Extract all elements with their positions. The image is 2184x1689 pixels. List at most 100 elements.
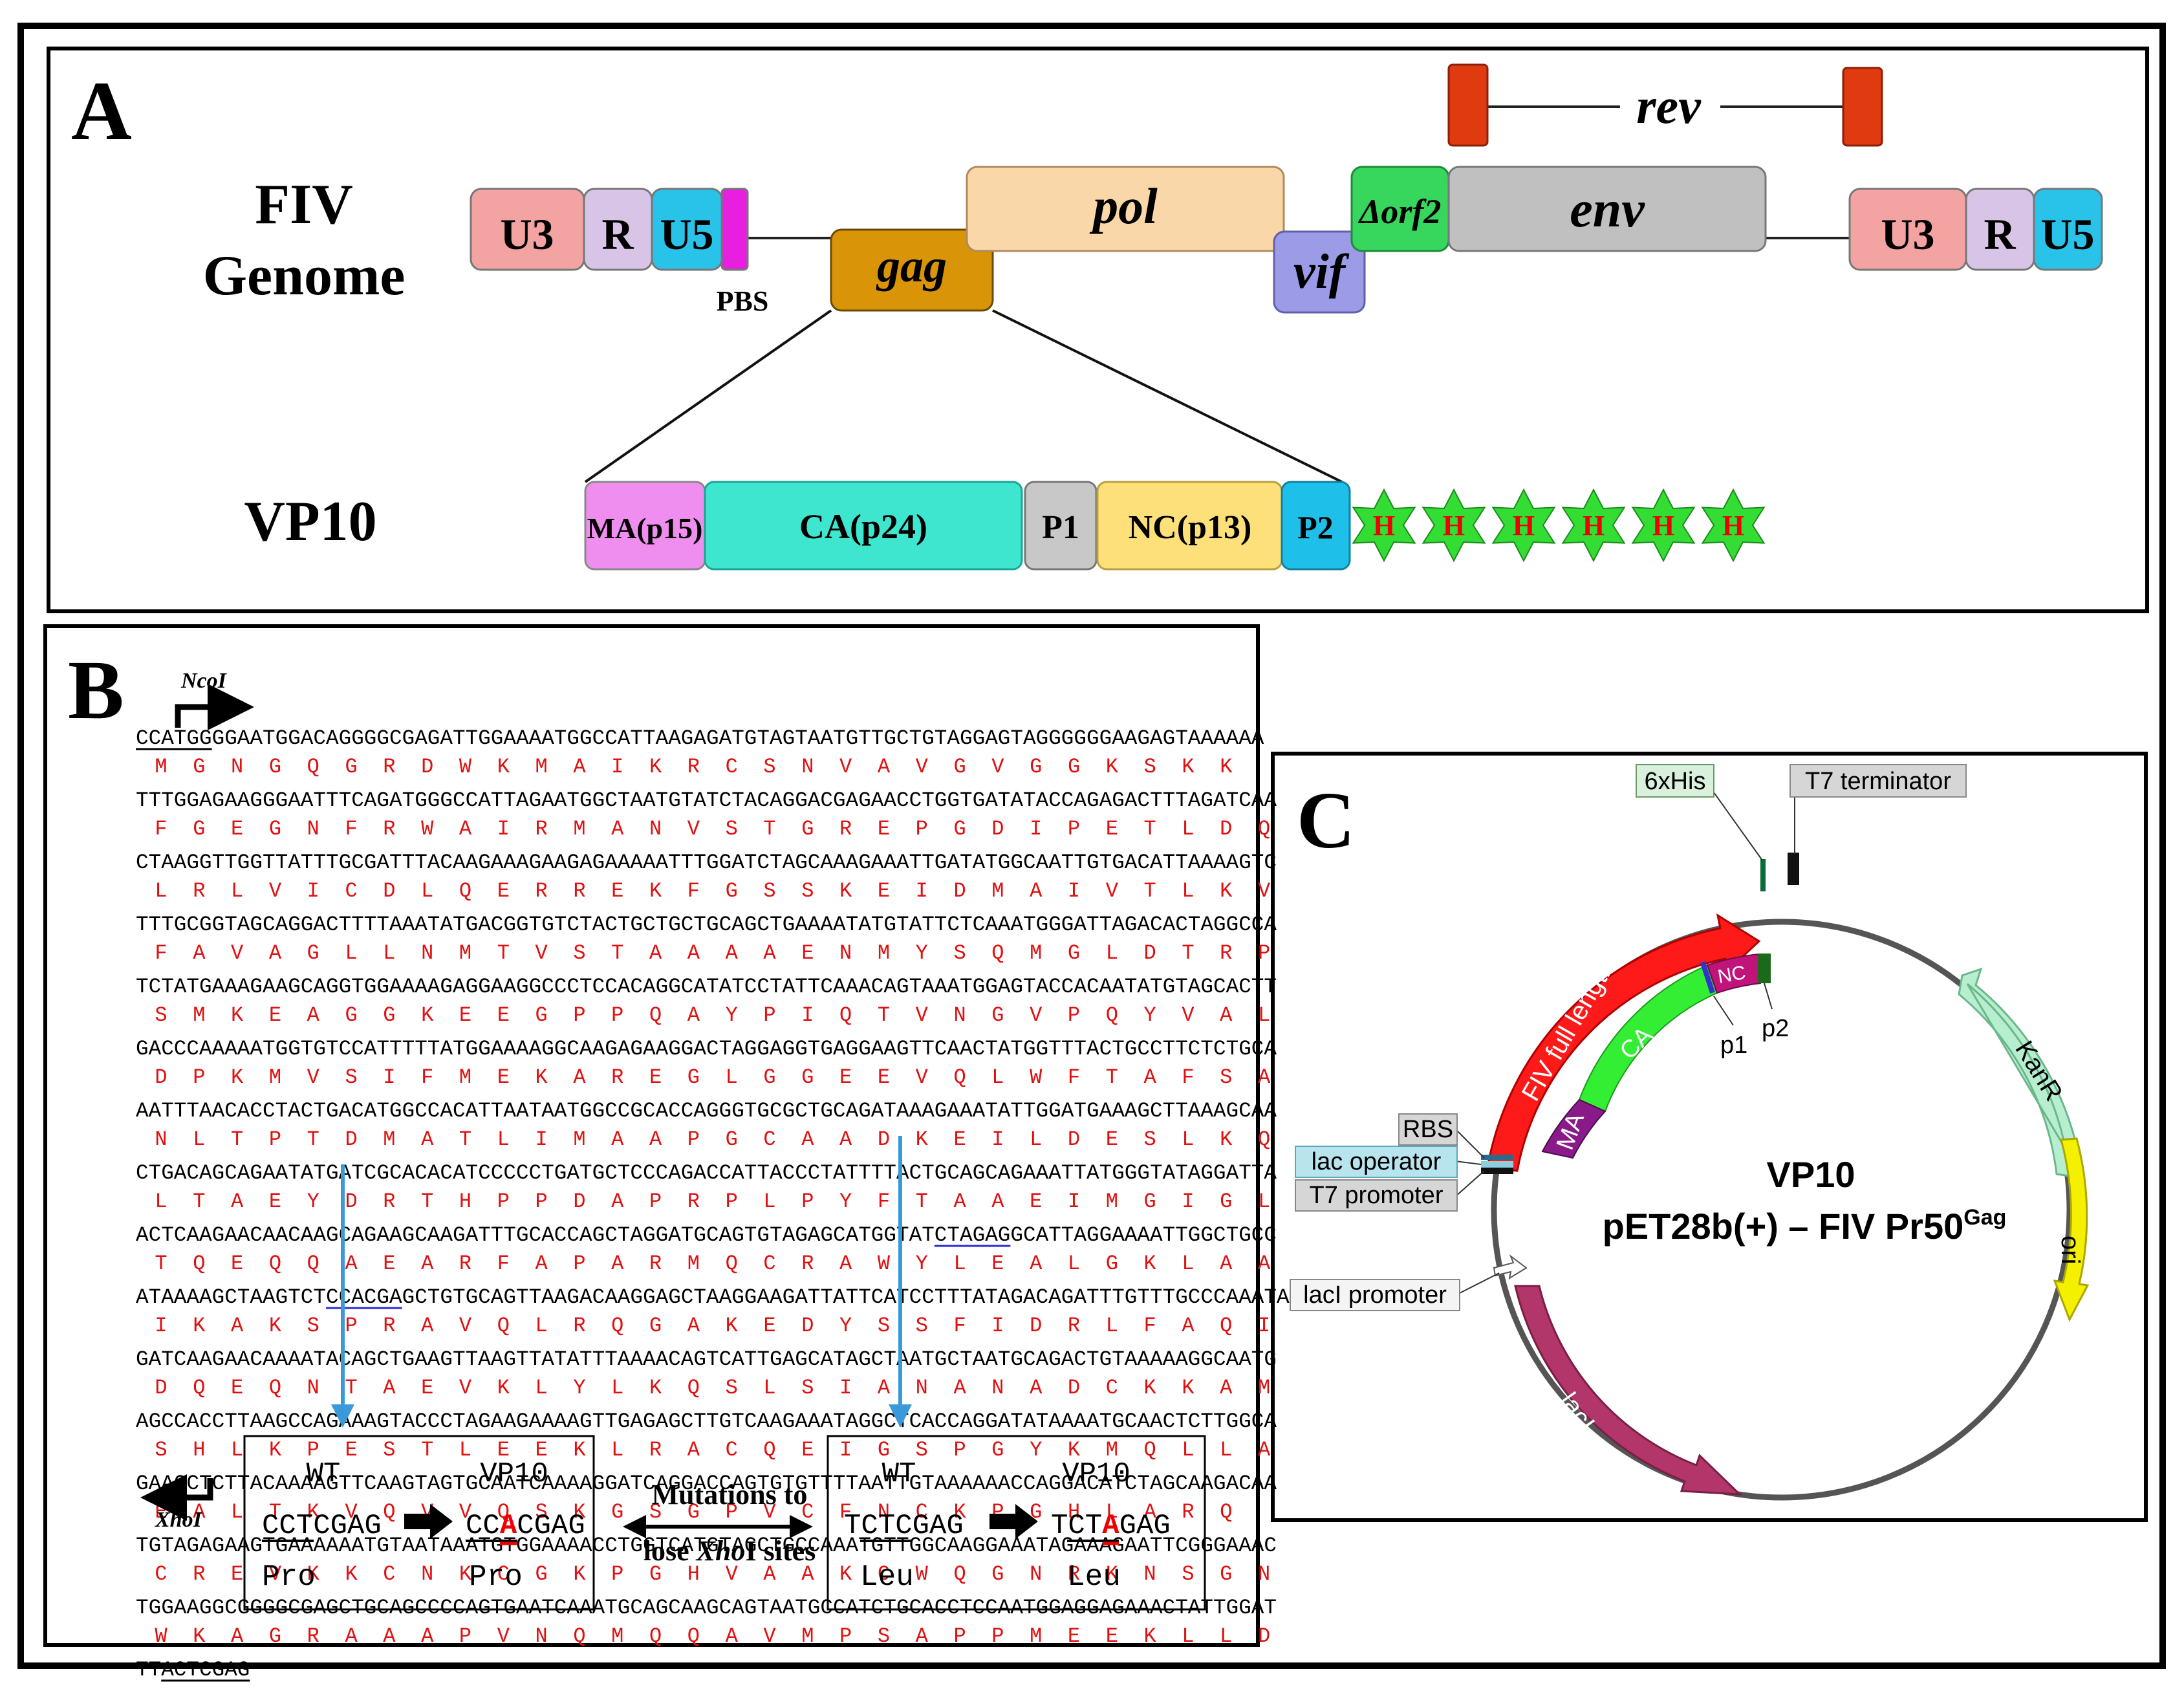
zoom-line-left [584, 309, 832, 483]
domain-p2-label: P2 [1297, 509, 1334, 545]
p1-leader [1713, 996, 1734, 1026]
amino-acid-row: D P K M V S I F M E K A R E G L G G E E … [155, 1065, 1271, 1089]
mut2-wt-header: WT [882, 1458, 916, 1490]
his-star-label: H [1722, 510, 1744, 541]
t7prom-leader [1454, 1170, 1485, 1197]
his-star-label: H [1583, 510, 1605, 541]
nucleotide-row: AATTTAACACCTACTGACATGGCCACATTAATAATGGCCG… [136, 1099, 1277, 1123]
amino-acid-row: D Q E Q N T A E V K L Y L K Q S L S I A … [155, 1376, 1270, 1400]
rev-exon-1 [1447, 63, 1489, 147]
mut1-vp-header: VP10 [480, 1458, 548, 1490]
his-star [1422, 488, 1486, 563]
domain-nc-label: NC(p13) [1129, 509, 1252, 546]
his-leader [1713, 792, 1763, 861]
orf2-label: Δorf2 [1358, 192, 1442, 231]
panel-c-frame [1271, 752, 2148, 1522]
nucleotide-row: CCATGGGGAATGGACAGGGGCGAGATTGGAAAATGGCCAT… [136, 726, 1264, 750]
rev-label: rev [1636, 78, 1702, 134]
gag-arrow-label: FIV full length Gag [1517, 906, 1649, 1106]
ltr-left-u3-label: U3 [500, 210, 554, 259]
nucleotide-row: TGGAAGGCGGGGCGAGCTGCAGCCCCAGTGAATCAAATGC… [136, 1596, 1277, 1620]
ori-label: ori [2056, 1236, 2084, 1264]
t7term-label: T7 terminator [1805, 768, 1951, 795]
laciprom-box [1290, 1279, 1460, 1311]
mut1-wt-seq: CCTCGAG [262, 1510, 382, 1542]
ltr-right-r-label: R [1984, 210, 2016, 259]
panel-b: B NcoI CCATGGGGAATGGACAGGGGCGAGATTGGAAAA… [43, 624, 1290, 1689]
panel-a-frame [47, 47, 2149, 613]
nucleotide-row: GACCCAAAAATGGTGTCCATTTTTATGGAAAAGGCAAGAG… [136, 1037, 1277, 1061]
nucleotide-row: CTGACAGCAGAATATGATCGCACACATCCCCCTGATGCTC… [136, 1161, 1277, 1185]
genome-label: Genome [203, 245, 405, 307]
nc-label: NC [1716, 962, 1747, 988]
ltr-right-u5 [2033, 188, 2103, 271]
domain-p1 [1024, 481, 1097, 571]
amino-acid-row: M G N G Q G R D W K M A I K R C S N V A … [155, 755, 1233, 779]
amino-acid-row: F G E G N F R W A I R M A N V S T G R E … [155, 817, 1270, 841]
laciprom-marker [1493, 1254, 1528, 1280]
t7term-marker [1788, 853, 1799, 885]
laciprom-leader [1458, 1272, 1500, 1294]
xho-arrow [140, 1474, 213, 1521]
kanr-arrow [1958, 967, 2084, 1178]
mutation-note-2: lose XhoI sites [643, 1535, 816, 1567]
mut2-vp-aa: Leu [1067, 1560, 1121, 1594]
his-star [1701, 488, 1766, 563]
lacop-box [1295, 1146, 1458, 1178]
mutation-box-1 [243, 1435, 595, 1611]
his-marker [1760, 859, 1766, 891]
his-star [1491, 488, 1556, 563]
nucleotide-row: GAAGCTCTTACAAAAGTTCAAGTAGTGCAATCAAAAGGAT… [136, 1472, 1277, 1496]
rbs-label: RBS [1403, 1116, 1453, 1143]
nco-label: NcoI [180, 669, 228, 693]
mut1-vp-aa: Pro [469, 1560, 523, 1594]
figure-frame [17, 23, 2166, 1669]
amino-acid-row: N L T P T D M A T L I M A A P G C A A D … [155, 1128, 1270, 1151]
mut1-wt-header: WT [307, 1458, 341, 1490]
his-tag-label: 6xHis [1644, 768, 1705, 795]
plasmid-backbone [1491, 919, 2073, 1501]
vp10-row-label: VP10 [244, 490, 376, 553]
gag-arrow [1486, 913, 1761, 1172]
p1-mark [1700, 961, 1715, 994]
ma-arc [1541, 1098, 1606, 1159]
plasmid-title-2: pET28b(+) – FIV Pr50Gag [1603, 1205, 2007, 1247]
lacop-leader [1454, 1161, 1482, 1165]
pol-box [966, 166, 1285, 252]
p2-leader [1764, 983, 1773, 1010]
nucleotide-row: ATAAAAGCTAAGTCTCCACGAGCTGTGCAGTTAAGACAAG… [136, 1285, 1290, 1309]
amino-acid-row: F A V A G L L N M T V S T A A A A E N M … [155, 941, 1270, 965]
his-star [1561, 488, 1626, 563]
xho-label: XhoI [155, 1508, 203, 1532]
gag-box [830, 228, 994, 312]
his-star-label: H [1443, 510, 1465, 541]
nucleotide-row: TTACTCGAG [136, 1658, 250, 1682]
panel-a-label: A [71, 65, 132, 158]
lacop-marker [1481, 1161, 1513, 1168]
panel-a: A FIV Genome VP10 rev U3 R U5 PBS gag po… [47, 47, 2149, 613]
domain-p2 [1281, 481, 1351, 571]
panel-b-label: B [68, 644, 124, 737]
his-star [1631, 488, 1696, 563]
pbs-box [720, 188, 749, 271]
zoom-line-right [992, 309, 1343, 483]
p1-label: p1 [1720, 1032, 1747, 1059]
amino-acid-row: I K A K S P R A V Q L R Q G A K E D Y S … [155, 1314, 1270, 1338]
lacop-label: lac operator [1312, 1148, 1442, 1175]
mutation-note-1: Mutations to [652, 1479, 808, 1510]
p2-label: p2 [1762, 1015, 1789, 1042]
his-tag-box [1636, 764, 1714, 798]
his-star [1352, 488, 1416, 563]
env-label: env [1570, 181, 1645, 238]
mut1-wt-aa: Pro [262, 1560, 316, 1594]
nucleotide-row: TTTGGAGAAGGGAATTTCAGATGGGCCATTAGAATGGCTA… [136, 789, 1277, 812]
laci-arrow [1514, 1285, 1742, 1496]
plasmid-title-1: VP10 [1767, 1154, 1855, 1195]
his-star-label: H [1373, 510, 1395, 541]
his-star-label: H [1513, 510, 1535, 541]
t7prom-box [1295, 1179, 1458, 1212]
t7term-box [1789, 764, 1967, 798]
amino-acid-row: S M K E A G G K E E G P P Q A Y P I Q T … [155, 1003, 1270, 1027]
t7prom-marker [1481, 1168, 1513, 1174]
